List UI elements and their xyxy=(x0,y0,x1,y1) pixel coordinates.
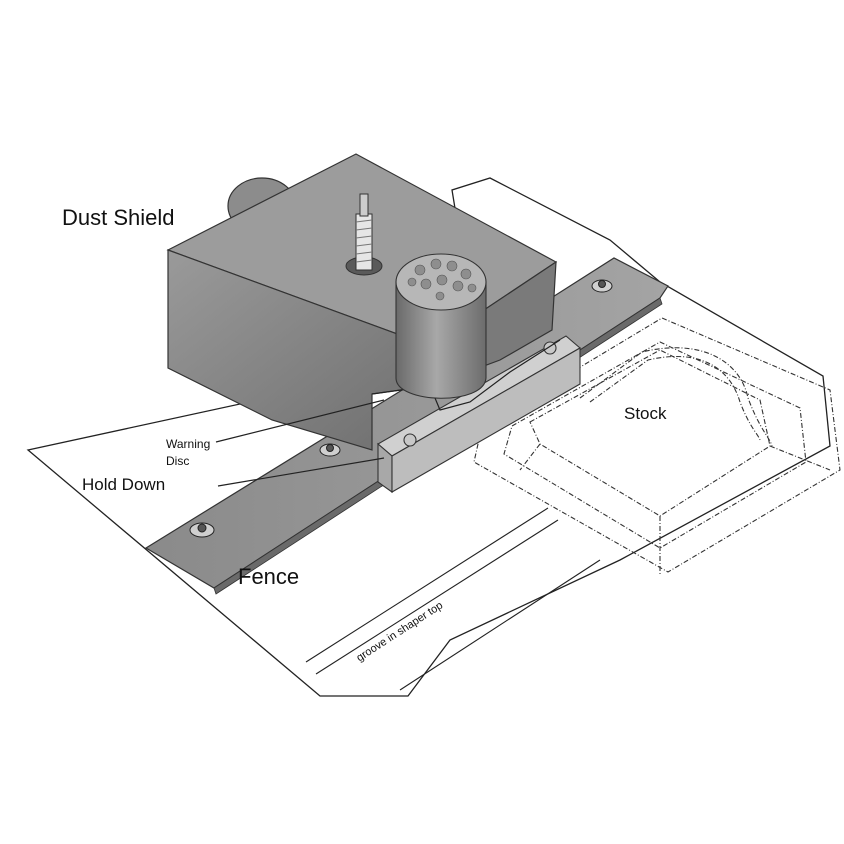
label-warning-disc: Warning Disc xyxy=(166,436,210,470)
fence-bolts xyxy=(189,279,613,538)
label-stock: Stock xyxy=(624,404,667,423)
label-dust-shield: Dust Shield xyxy=(62,205,175,230)
label-warning-line1: Warning xyxy=(166,437,211,451)
label-warning-line2: Disc xyxy=(166,454,190,468)
label-hold-down: Hold Down xyxy=(82,475,166,494)
label-fence: Fence xyxy=(238,564,300,589)
cutter-spindle xyxy=(395,253,487,399)
stock-workpiece xyxy=(473,317,841,574)
leader-lines xyxy=(215,399,385,487)
adjust-rod xyxy=(345,193,383,276)
groove xyxy=(305,507,601,691)
